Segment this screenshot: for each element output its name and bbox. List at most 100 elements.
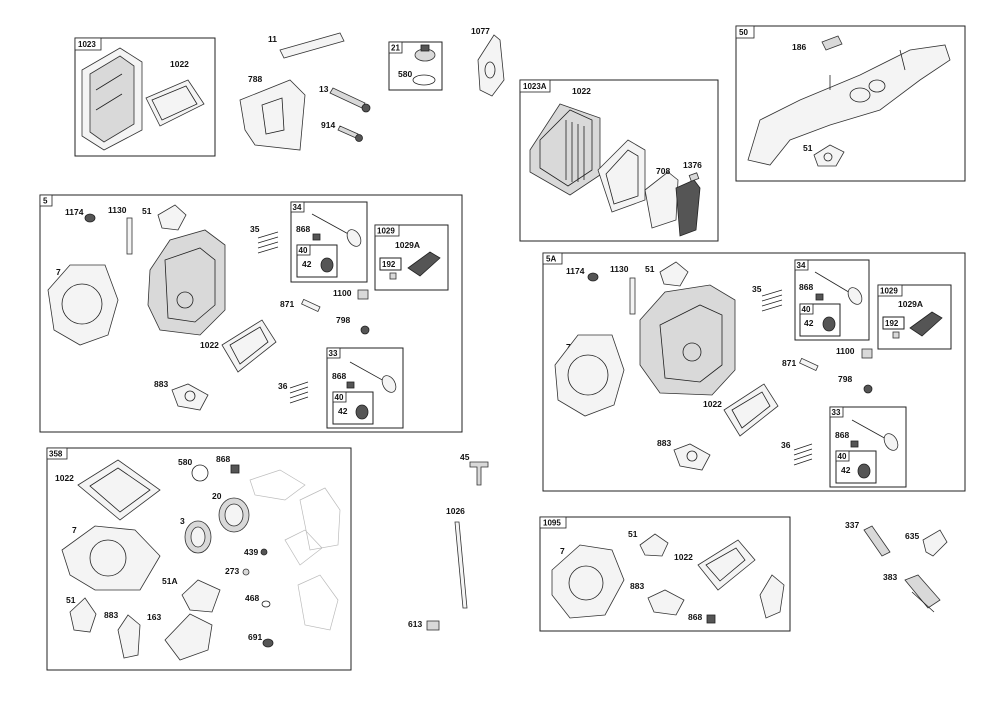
head-gasket-7-c-part[interactable] [61, 525, 161, 591]
boot-635-part[interactable] [922, 529, 948, 557]
washer-468-part[interactable] [261, 600, 271, 608]
nut-798-a-part[interactable] [360, 325, 370, 335]
retainer-42-c-part[interactable] [822, 316, 836, 332]
label-1022-c: 1022 [200, 340, 219, 350]
breather-788-part[interactable] [239, 79, 306, 151]
gasket-1022-part[interactable] [145, 79, 205, 127]
label-1022-d: 1022 [703, 399, 722, 409]
bolt-13-head [361, 103, 371, 113]
gasket-883-a-part[interactable] [171, 383, 209, 411]
spring-35-a-part[interactable] [257, 231, 279, 254]
screw-1376-part[interactable] [688, 172, 700, 182]
gasket-883-d-part[interactable] [647, 589, 685, 616]
gasket-51-b-part[interactable] [157, 204, 187, 231]
seal-868-f-part[interactable] [706, 614, 716, 624]
plug-439-part[interactable] [260, 548, 268, 556]
cylinder-head-5-part[interactable] [147, 229, 226, 336]
valve-34-b-part[interactable] [845, 285, 864, 307]
pin-1130-b-part[interactable] [629, 277, 636, 315]
gasket-51-d-part[interactable] [69, 597, 97, 633]
gasket-51-a-hole [823, 152, 833, 162]
label-868-b: 868 [332, 371, 346, 381]
tube-11-part[interactable] [279, 32, 345, 59]
gasket-1022-e-inner [89, 467, 151, 513]
fitting-186-part[interactable] [821, 35, 843, 51]
gasket-163-part[interactable] [164, 613, 213, 661]
fitting-613-part[interactable] [426, 620, 440, 631]
spark-plug-337-part[interactable] [863, 525, 891, 557]
valve-34-b-stem [814, 271, 853, 295]
rocker-stud-45-part[interactable] [469, 461, 489, 486]
seal-868-c-part[interactable] [815, 293, 824, 301]
gasket-51-a-part[interactable] [813, 144, 845, 167]
nut-192-a-part[interactable] [389, 272, 397, 280]
valve-cover-1023a-part[interactable] [529, 103, 601, 196]
washer-273-part[interactable] [242, 568, 250, 576]
gasket-51a-part[interactable] [181, 579, 221, 613]
bolt-13-part[interactable] [329, 87, 366, 109]
screw-914-part[interactable] [337, 125, 359, 139]
seal-868-d-part[interactable] [850, 440, 859, 448]
label-51-e: 51 [628, 529, 638, 539]
head-gasket-7-b-part[interactable] [554, 334, 625, 417]
gasket-51-c-part[interactable] [659, 261, 689, 287]
baffle-1023a-part[interactable] [675, 179, 701, 237]
spring-36-b-part[interactable] [793, 443, 813, 466]
gasket-1022-f-part[interactable] [697, 539, 756, 591]
nut-798-b-part[interactable] [863, 384, 873, 394]
valve-cover-1023a-fins [565, 120, 585, 182]
pin-871-a-part[interactable] [301, 298, 321, 313]
pushrod-1026-part[interactable] [454, 521, 468, 609]
seal-1174-b-part[interactable] [587, 272, 599, 282]
gasket-1022-e-part[interactable] [77, 459, 161, 521]
label-1130-b: 1130 [610, 264, 629, 274]
tag-1023 [74, 37, 102, 51]
pin-871-b-part[interactable] [799, 357, 819, 372]
valve-33-b-part[interactable] [881, 431, 900, 453]
frame-33-a [326, 347, 404, 429]
tag-1023a [519, 79, 551, 93]
rocker-1029a-b-part[interactable] [909, 311, 943, 337]
cylinder-head-5a-part[interactable] [639, 284, 736, 396]
label-439: 439 [244, 547, 258, 557]
valve-33-a-part[interactable] [379, 373, 398, 395]
gasket-708-part[interactable] [644, 171, 679, 229]
retainer-42-b-part[interactable] [355, 404, 369, 420]
nut-192-b-part[interactable] [892, 331, 900, 339]
rocker-1029a-a-part[interactable] [407, 251, 441, 277]
nut-1100-a-part[interactable] [357, 289, 369, 300]
label-51-a: 51 [803, 143, 813, 153]
pin-1130-a-part[interactable] [126, 217, 133, 255]
label-691: 691 [248, 632, 262, 642]
cylinder-head-5a-face [659, 304, 723, 383]
valve-34-a-part[interactable] [344, 227, 363, 249]
gasket-883-c-part[interactable] [117, 614, 141, 659]
label-868-d: 868 [835, 430, 849, 440]
seal-691-part[interactable] [262, 638, 274, 648]
head-gasket-7-a-part[interactable] [47, 264, 119, 346]
oring-580-part[interactable] [412, 74, 436, 86]
label-580-b: 580 [178, 457, 192, 467]
gasket-883-b-part[interactable] [673, 443, 711, 471]
tag-5 [39, 194, 53, 207]
seal-868-a-part[interactable] [312, 233, 321, 241]
label-7-d: 7 [560, 546, 565, 556]
bracket-1077-part[interactable] [477, 34, 505, 97]
nut-1100-b-part[interactable] [861, 348, 873, 359]
retainer-42-a-part[interactable] [320, 257, 334, 273]
seal-1174-a-part[interactable] [84, 213, 96, 223]
gasket-1095-exhaust-part[interactable] [759, 574, 785, 619]
box-label-1029-a: 1029 [377, 227, 395, 236]
seal-868-b-part[interactable] [346, 381, 355, 389]
intake-manifold-part[interactable] [747, 44, 951, 166]
oring-580-b-part[interactable] [191, 464, 209, 482]
gasket-1023a-part[interactable] [597, 139, 646, 213]
spring-35-b-part[interactable] [761, 289, 783, 312]
tool-383-part[interactable] [904, 574, 941, 609]
head-gasket-7-d-part[interactable] [551, 544, 625, 619]
retainer-42-d-part[interactable] [857, 463, 871, 479]
seal-868-e-part[interactable] [230, 464, 240, 474]
gasket-51-e-part[interactable] [639, 533, 669, 557]
gasket-1022-c-part[interactable] [221, 319, 277, 373]
spring-36-a-part[interactable] [289, 381, 309, 404]
